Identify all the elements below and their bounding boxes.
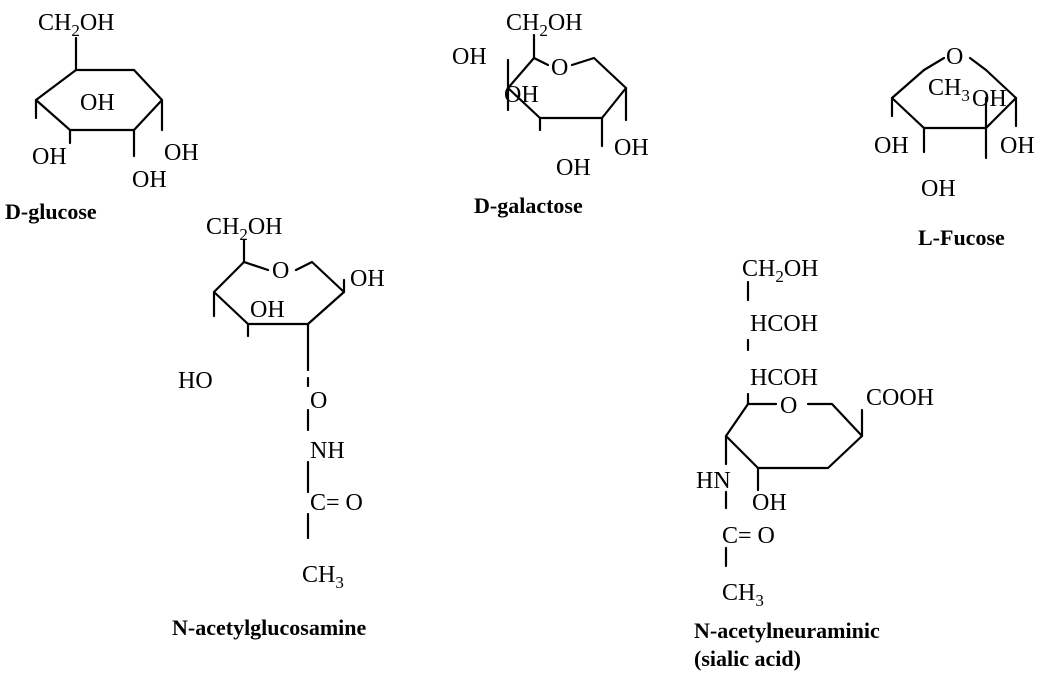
glucose-oh-label: OH: [164, 140, 199, 166]
glcnac-bonds: [212, 238, 346, 540]
glcnac-nh-label: NH: [310, 438, 345, 464]
sialic-name: N-acetylneuraminic: [694, 618, 880, 643]
sialic-name-line2: (sialic acid): [694, 646, 801, 671]
galactose-name: D-galactose: [474, 193, 583, 218]
sialic-co-label: C= O: [722, 523, 775, 549]
galactose-ring-o-label: O: [551, 55, 568, 81]
fucose-oh-label: OH: [921, 176, 956, 202]
fucose-oh-label: OH: [972, 86, 1007, 112]
glucose-name: D-glucose: [5, 199, 97, 224]
sialic-oh-label: OH: [752, 490, 787, 516]
glucose-ch2oh-label: CH2OH: [38, 10, 115, 40]
galactose-oh-label: OH: [452, 44, 487, 70]
glcnac-oh-label: OH: [250, 297, 285, 323]
galactose-ch2oh-label: CH2OH: [506, 10, 583, 40]
glucose-bonds: [34, 36, 164, 158]
glucose-oh-label: OH: [132, 167, 167, 193]
fucose-ch3-label: CH3: [928, 75, 970, 105]
glcnac-oh-label: OH: [350, 266, 385, 292]
sialic-bonds: [724, 280, 864, 568]
fucose-oh-label: OH: [874, 133, 909, 159]
galactose-oh-label: OH: [614, 135, 649, 161]
fucose-ring-o-label: O: [946, 44, 963, 70]
fucose-bonds: [890, 56, 1018, 160]
fucose-name: L-Fucose: [918, 225, 1005, 250]
molecule-d-glucose: CH2OH OH OH OH OH D-glucose: [5, 10, 199, 224]
sialic-cooh-label: COOH: [866, 385, 934, 411]
sialic-ch2oh-label: CH2OH: [742, 256, 819, 286]
galactose-oh-label: OH: [504, 82, 539, 108]
molecule-n-acetylglucosamine: CH2OH O OH OH HO O NH C= O CH3 N-acetylg…: [172, 214, 385, 640]
glcnac-ring-o-label: O: [272, 258, 289, 284]
sialic-ring-o-label: O: [780, 393, 797, 419]
sialic-ch3-label: CH3: [722, 580, 764, 610]
glucose-oh-label: OH: [80, 90, 115, 116]
glcnac-o-label: O: [310, 388, 327, 414]
molecule-l-fucose: O CH3 OH OH OH OH L-Fucose: [874, 44, 1035, 250]
sialic-hn-label: HN: [696, 468, 731, 494]
glcnac-ch3-label: CH3: [302, 562, 344, 592]
glcnac-ho-label: HO: [178, 368, 213, 394]
glucose-oh-label: OH: [32, 144, 67, 170]
galactose-bonds: [506, 33, 628, 148]
sialic-hcoh-label: HCOH: [750, 365, 818, 391]
molecule-d-galactose: CH2OH O OH OH OH OH D-galactose: [452, 10, 649, 218]
sialic-hcoh-label: HCOH: [750, 311, 818, 337]
glcnac-ch2oh-label: CH2OH: [206, 214, 283, 244]
fucose-oh-label: OH: [1000, 133, 1035, 159]
molecule-sialic-acid: CH2OH HCOH HCOH O COOH HN OH C= O CH3 N-…: [694, 256, 934, 671]
galactose-oh-label: OH: [556, 155, 591, 181]
glcnac-co-label: C= O: [310, 490, 363, 516]
glcnac-name: N-acetylglucosamine: [172, 615, 367, 640]
